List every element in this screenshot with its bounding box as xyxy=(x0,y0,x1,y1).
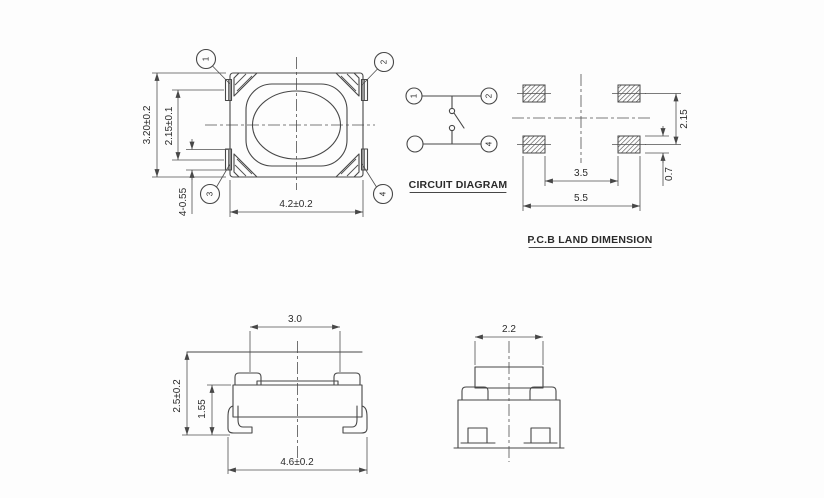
dimension-pad-height: 0.7 xyxy=(645,126,675,186)
dim-label-lead-width: 4-0.55 xyxy=(178,187,189,216)
pcb-land-pattern: 3.5 5.5 2.15 0.7 P.C.B LAND DIMENSION xyxy=(512,74,690,249)
dimension-button-width: 3.0 xyxy=(249,314,341,372)
dim-label-pad-inner-span: 3.5 xyxy=(574,168,588,179)
dimension-lead-pitch: 2.15±0.1 xyxy=(164,89,224,161)
pin-number-2: 2 xyxy=(380,59,389,64)
dimension-stem-width: 2.2 xyxy=(474,324,544,365)
dimension-overall-height: 3.20±0.2 xyxy=(142,72,226,178)
switch-arm xyxy=(453,112,465,129)
pin-callout-2: 2 xyxy=(361,51,395,86)
dim-label-pad-pitch-vertical: 2.15 xyxy=(679,109,690,129)
lead-top-right xyxy=(360,78,369,102)
dim-label-overall-width: 4.2±0.2 xyxy=(279,199,313,210)
solder-pad-top-left xyxy=(517,84,551,103)
circuit-diagram: 1 2 4 CIRCUIT DIAGRAM xyxy=(405,87,508,194)
dim-label-pad-height: 0.7 xyxy=(664,167,675,181)
circuit-diagram-title: CIRCUIT DIAGRAM xyxy=(409,179,508,191)
side-foot-right xyxy=(530,427,551,444)
circuit-pin-2-label: 2 xyxy=(485,93,494,98)
corner-pad-top-left xyxy=(233,72,258,97)
front-post-right xyxy=(333,372,361,386)
dimension-overall-width: 4.2±0.2 xyxy=(229,180,364,217)
side-post-right xyxy=(529,386,557,401)
lead-top-left xyxy=(224,78,233,102)
pin-number-3: 3 xyxy=(206,191,215,196)
solder-pad-top-right xyxy=(612,84,646,103)
pin-number-4: 4 xyxy=(379,191,388,196)
dim-label-overall-height: 3.20±0.2 xyxy=(142,105,153,144)
switch-body-outline xyxy=(229,72,364,178)
circuit-pin-3 xyxy=(406,135,424,153)
button-housing-outline xyxy=(245,83,348,167)
circuit-pin-4-label: 4 xyxy=(485,141,494,146)
top-view: 1 2 3 4 3.20±0.2 2.15±0.1 xyxy=(142,48,395,217)
side-foot-left xyxy=(467,427,488,444)
corner-pad-top-right xyxy=(335,72,360,97)
dimension-pad-inner-span: 3.5 xyxy=(544,156,619,186)
front-lead-left xyxy=(227,405,253,434)
corner-pad-bottom-left xyxy=(233,153,258,178)
dim-label-button-width: 3.0 xyxy=(288,314,302,325)
pin-number-1: 1 xyxy=(202,56,211,61)
dimension-body-height: 1.55 xyxy=(197,384,231,435)
corner-pad-bottom-right xyxy=(335,153,360,178)
dimension-total-height: 2.5±0.2 xyxy=(172,352,190,435)
side-stem-outline xyxy=(474,366,544,389)
button-circle xyxy=(251,90,342,160)
pin-callout-1: 1 xyxy=(195,48,231,85)
circuit-pin-1-label: 1 xyxy=(410,93,419,98)
dim-label-stem-width: 2.2 xyxy=(502,324,516,335)
dimension-pad-outer-span: 5.5 xyxy=(522,156,641,211)
solder-pad-bottom-right xyxy=(612,135,646,154)
pin-callout-3: 3 xyxy=(199,163,231,205)
side-view: 2.2 xyxy=(453,324,565,462)
front-post-left xyxy=(234,372,262,386)
front-cover-plate xyxy=(256,380,339,386)
dimension-pad-pitch-vertical: 2.15 xyxy=(645,93,690,145)
dim-label-total-width: 4.6±0.2 xyxy=(280,457,314,468)
dim-label-body-height: 1.55 xyxy=(197,399,208,419)
side-post-left xyxy=(461,386,489,401)
solder-pad-bottom-left xyxy=(517,135,551,154)
lead-bottom-right xyxy=(360,148,369,171)
dimension-total-width: 4.6±0.2 xyxy=(227,437,368,474)
dim-label-total-height: 2.5±0.2 xyxy=(172,379,183,413)
dimension-lead-width: 4-0.55 xyxy=(178,139,228,216)
dim-label-lead-pitch: 2.15±0.1 xyxy=(164,106,175,145)
front-lead-right xyxy=(342,405,368,434)
pcb-land-title: P.C.B LAND DIMENSION xyxy=(527,234,652,246)
pin-callout-4: 4 xyxy=(361,163,394,205)
front-view: 3.0 2.5±0.2 1.55 4.6±0.2 xyxy=(172,314,368,474)
dim-label-pad-outer-span: 5.5 xyxy=(574,193,588,204)
switch-symbol xyxy=(448,95,465,145)
